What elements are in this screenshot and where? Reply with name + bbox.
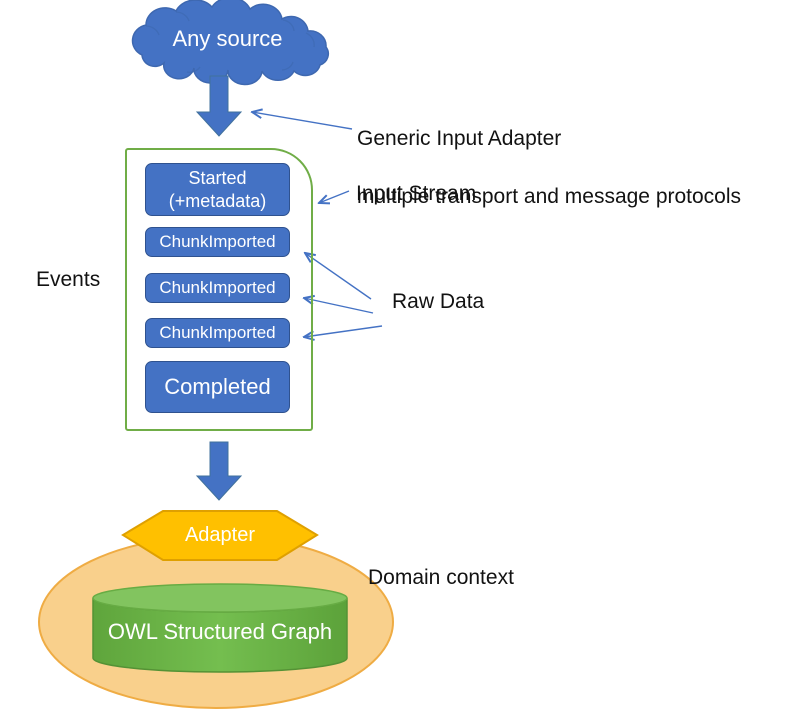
raw-data-arrow-3 — [304, 325, 383, 337]
event-box-completed: Completed — [145, 361, 290, 413]
event-box-started: Started (+metadata) — [145, 163, 290, 216]
input-stream-arrow — [319, 190, 350, 203]
cloud-label: Any source — [172, 26, 283, 51]
down-arrow-icon — [195, 441, 243, 501]
domain-context-label: Domain context — [368, 566, 514, 589]
owl-structured-graph-label: OWL Structured Graph — [107, 619, 333, 644]
generic-input-adapter-note: Generic Input Adapter multiple transport… — [357, 96, 741, 241]
input-stream-container — [125, 148, 313, 431]
cloud-shape — [131, 0, 330, 86]
down-arrow-icon — [195, 75, 243, 137]
adapter-note-line1: Generic Input Adapter — [357, 126, 562, 150]
event-box-chunk-imported-1: ChunkImported — [145, 227, 290, 257]
event-box-chunk-imported-2: ChunkImported — [145, 273, 290, 303]
adapter-note-line2: multiple transport and message protocols — [357, 184, 742, 208]
database-cylinder-icon — [92, 583, 348, 673]
raw-data-label: Raw Data — [392, 290, 485, 313]
event-box-chunk-imported-3: ChunkImported — [145, 318, 290, 348]
adapter-note-arrow — [252, 112, 353, 130]
adapter-label: Adapter — [184, 524, 256, 546]
adapter-hexagon — [121, 510, 319, 561]
raw-data-arrow-1 — [305, 253, 372, 300]
input-stream-label: Input Stream — [356, 182, 477, 205]
raw-data-arrow-2 — [304, 298, 374, 314]
events-label: Events — [36, 268, 101, 291]
